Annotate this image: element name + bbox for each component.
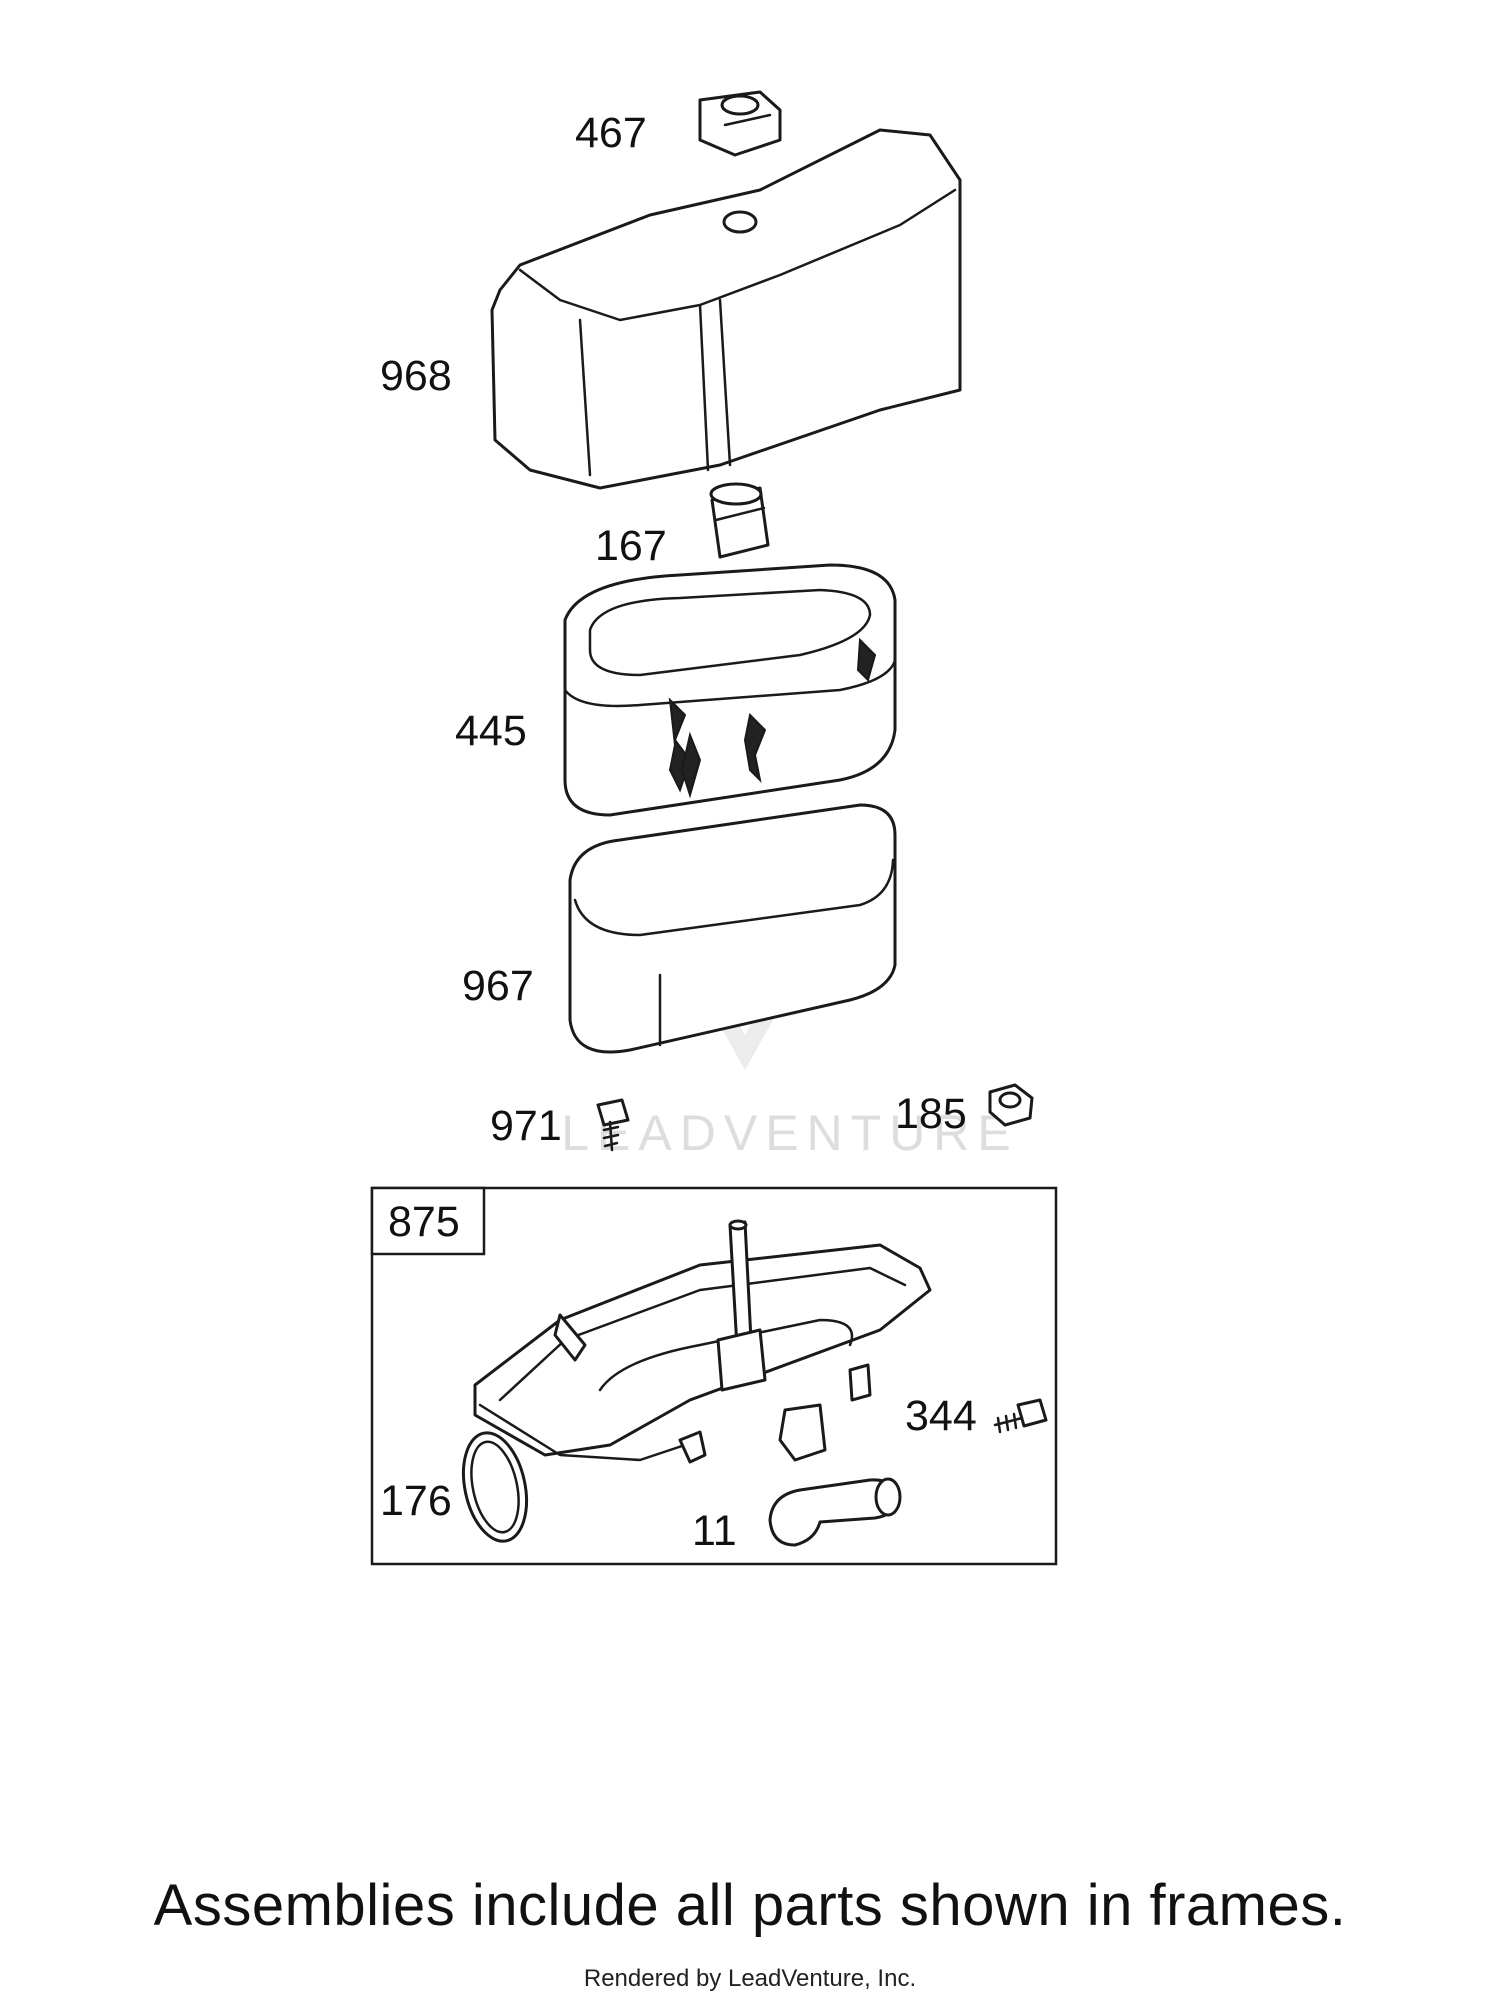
label-875: 875 <box>388 1198 460 1246</box>
part-344-screw-icon <box>993 1398 1048 1434</box>
label-11: 11 <box>692 1507 737 1555</box>
part-467-knob-icon <box>698 90 782 157</box>
label-185: 185 <box>895 1090 967 1138</box>
label-967: 967 <box>462 962 534 1010</box>
label-445: 445 <box>455 707 527 755</box>
assembly-label-box <box>370 1186 486 1256</box>
part-176-o-ring-icon <box>462 1431 528 1543</box>
label-344: 344 <box>905 1392 977 1440</box>
footer-note: Assemblies include all parts shown in fr… <box>153 1873 1347 1938</box>
watermark-text: LEADVENTURE <box>561 1105 1019 1161</box>
label-968: 968 <box>380 352 452 400</box>
credit-line: Rendered by LeadVenture, Inc. <box>583 1965 917 1992</box>
part-875-base-assembly-icon <box>473 1219 932 1464</box>
label-167: 167 <box>595 522 667 570</box>
part-968-cover-icon <box>490 128 962 490</box>
assembly-frame-875 <box>370 1186 1058 1566</box>
part-445-air-filter-icon <box>563 563 897 817</box>
part-11-breather-tube-icon <box>768 1477 902 1547</box>
part-967-pre-cleaner-icon <box>568 803 897 1054</box>
part-167-grommet-icon <box>709 482 770 559</box>
label-971: 971 <box>490 1102 562 1150</box>
part-185-nut-icon <box>988 1083 1034 1127</box>
label-467: 467 <box>575 109 647 157</box>
label-176: 176 <box>380 1477 452 1525</box>
part-971-screw-icon <box>596 1098 630 1152</box>
